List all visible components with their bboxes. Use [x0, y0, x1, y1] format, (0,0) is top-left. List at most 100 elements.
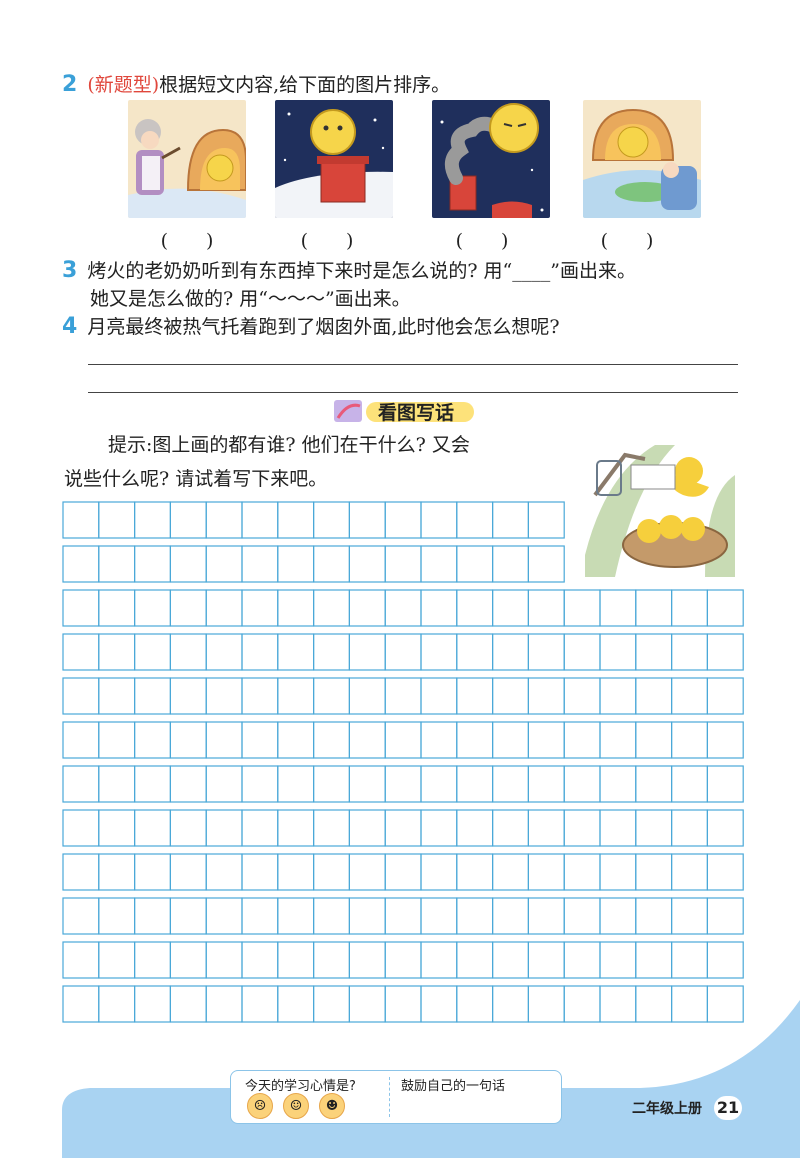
grid-cell[interactable]: [563, 809, 601, 847]
grid-cell[interactable]: [169, 985, 207, 1023]
grid-cell[interactable]: [563, 985, 601, 1023]
grid-cell[interactable]: [492, 765, 530, 803]
grid-cell[interactable]: [384, 589, 422, 627]
grid-cell[interactable]: [277, 501, 315, 539]
grid-cell[interactable]: [599, 677, 637, 715]
grid-row[interactable]: [62, 545, 565, 583]
grid-cell[interactable]: [241, 721, 279, 759]
grid-cell[interactable]: [420, 765, 458, 803]
grid-row[interactable]: [62, 501, 565, 539]
grid-cell[interactable]: [492, 853, 530, 891]
grid-cell[interactable]: [563, 897, 601, 935]
grid-cell[interactable]: [241, 545, 279, 583]
grid-cell[interactable]: [134, 853, 172, 891]
grid-cell[interactable]: [313, 897, 351, 935]
grid-cell[interactable]: [277, 809, 315, 847]
grid-cell[interactable]: [134, 765, 172, 803]
grid-cell[interactable]: [527, 809, 565, 847]
grid-cell[interactable]: [563, 721, 601, 759]
grid-cell[interactable]: [492, 633, 530, 671]
answer-paren-2[interactable]: ( ): [300, 230, 354, 252]
grid-cell[interactable]: [527, 677, 565, 715]
grid-cell[interactable]: [670, 985, 708, 1023]
grid-cell[interactable]: [62, 765, 100, 803]
grid-cell[interactable]: [492, 941, 530, 979]
grid-cell[interactable]: [670, 765, 708, 803]
grid-cell[interactable]: [205, 545, 243, 583]
grid-cell[interactable]: [527, 765, 565, 803]
grid-cell[interactable]: [635, 589, 673, 627]
grid-cell[interactable]: [635, 809, 673, 847]
grid-cell[interactable]: [599, 721, 637, 759]
grid-cell[interactable]: [384, 677, 422, 715]
grid-cell[interactable]: [527, 985, 565, 1023]
grid-cell[interactable]: [313, 853, 351, 891]
grid-cell[interactable]: [635, 897, 673, 935]
grid-cell[interactable]: [98, 941, 136, 979]
grid-cell[interactable]: [635, 633, 673, 671]
grid-cell[interactable]: [384, 853, 422, 891]
grid-cell[interactable]: [563, 677, 601, 715]
grid-row[interactable]: [62, 853, 744, 891]
grid-cell[interactable]: [492, 545, 530, 583]
grid-cell[interactable]: [313, 677, 351, 715]
grid-cell[interactable]: [205, 677, 243, 715]
grid-cell[interactable]: [169, 897, 207, 935]
grid-cell[interactable]: [277, 633, 315, 671]
grid-cell[interactable]: [563, 853, 601, 891]
grid-cell[interactable]: [384, 985, 422, 1023]
grid-cell[interactable]: [348, 941, 386, 979]
sad-face-icon[interactable]: ☹: [247, 1093, 273, 1119]
grid-cell[interactable]: [670, 941, 708, 979]
grid-cell[interactable]: [456, 985, 494, 1023]
grid-cell[interactable]: [169, 501, 207, 539]
grid-cell[interactable]: [599, 897, 637, 935]
grid-cell[interactable]: [98, 853, 136, 891]
grid-cell[interactable]: [420, 809, 458, 847]
grid-cell[interactable]: [169, 589, 207, 627]
happy-face-icon[interactable]: ☻: [319, 1093, 345, 1119]
answer-line-2[interactable]: [88, 392, 738, 393]
grid-cell[interactable]: [62, 809, 100, 847]
grid-cell[interactable]: [599, 633, 637, 671]
grid-cell[interactable]: [384, 941, 422, 979]
grid-cell[interactable]: [706, 897, 744, 935]
grid-cell[interactable]: [348, 985, 386, 1023]
grid-cell[interactable]: [62, 985, 100, 1023]
grid-cell[interactable]: [599, 809, 637, 847]
grid-cell[interactable]: [348, 589, 386, 627]
grid-cell[interactable]: [348, 853, 386, 891]
grid-cell[interactable]: [277, 941, 315, 979]
grid-cell[interactable]: [706, 985, 744, 1023]
grid-cell[interactable]: [98, 897, 136, 935]
grid-cell[interactable]: [134, 589, 172, 627]
grid-row[interactable]: [62, 897, 744, 935]
grid-row[interactable]: [62, 765, 744, 803]
grid-cell[interactable]: [348, 721, 386, 759]
grid-cell[interactable]: [241, 589, 279, 627]
grid-cell[interactable]: [313, 765, 351, 803]
grid-cell[interactable]: [277, 721, 315, 759]
grid-cell[interactable]: [241, 677, 279, 715]
grid-cell[interactable]: [706, 853, 744, 891]
grid-cell[interactable]: [384, 633, 422, 671]
grid-cell[interactable]: [670, 721, 708, 759]
grid-cell[interactable]: [241, 501, 279, 539]
grid-cell[interactable]: [670, 809, 708, 847]
grid-cell[interactable]: [384, 501, 422, 539]
grid-cell[interactable]: [277, 545, 315, 583]
grid-cell[interactable]: [599, 853, 637, 891]
grid-cell[interactable]: [670, 633, 708, 671]
grid-cell[interactable]: [134, 501, 172, 539]
grid-cell[interactable]: [62, 677, 100, 715]
grid-cell[interactable]: [348, 677, 386, 715]
grid-cell[interactable]: [384, 897, 422, 935]
grid-cell[interactable]: [313, 809, 351, 847]
grid-cell[interactable]: [420, 897, 458, 935]
grid-cell[interactable]: [527, 501, 565, 539]
grid-cell[interactable]: [134, 897, 172, 935]
grid-cell[interactable]: [313, 721, 351, 759]
grid-cell[interactable]: [492, 985, 530, 1023]
grid-cell[interactable]: [456, 809, 494, 847]
